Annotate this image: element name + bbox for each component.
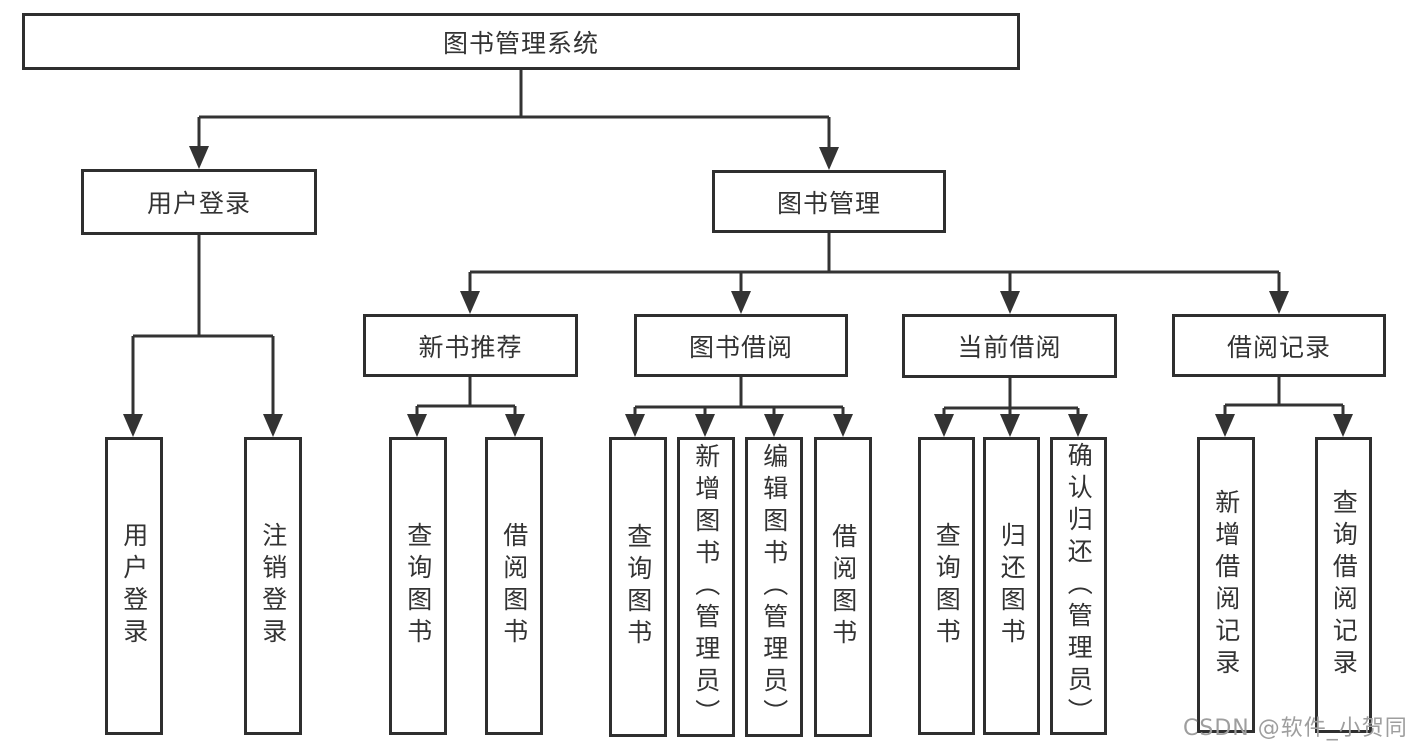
leaf-query-books-borrow-label: 查询图书 [623, 523, 653, 651]
node-new-book-recommend-label: 新书推荐 [418, 332, 523, 362]
node-book-management-label: 图书管理 [776, 188, 881, 218]
leaf-query-books-current-label: 查询图书 [932, 522, 962, 650]
leaf-query-borrow-record-label: 查询借阅记录 [1329, 489, 1359, 681]
leaf-add-borrow-record: 新增借阅记录 [1197, 437, 1255, 733]
leaf-borrow-books-recommend-label: 借阅图书 [499, 522, 529, 650]
connector-lines [131, 70, 1345, 415]
leaf-logout-label: 注销登录 [258, 522, 288, 650]
leaf-add-borrow-record-label: 新增借阅记录 [1211, 489, 1241, 681]
node-new-book-recommend: 新书推荐 [363, 314, 578, 377]
leaf-confirm-return-admin: 确认归还（管理员） [1050, 437, 1107, 735]
leaf-add-books-admin-label: 新增图书（管理员） [691, 443, 721, 731]
leaf-borrow-books-label: 借阅图书 [828, 523, 858, 651]
leaf-query-books-recommend-label: 查询图书 [403, 522, 433, 650]
node-book-borrow-label: 图书借阅 [688, 332, 793, 362]
node-user-login-label: 用户登录 [146, 189, 251, 218]
csdn-watermark: CSDN @软件_小贺同学 [1183, 716, 1405, 741]
leaf-query-borrow-record: 查询借阅记录 [1315, 437, 1372, 733]
leaf-edit-books-admin: 编辑图书（管理员） [745, 437, 803, 737]
node-root-system: 图书管理系统 [22, 13, 1020, 70]
leaf-borrow-books-recommend: 借阅图书 [485, 437, 543, 735]
leaf-return-books: 归还图书 [983, 437, 1040, 735]
arrowhead-icons [123, 146, 1353, 437]
leaf-user-login-label: 用户登录 [119, 522, 149, 650]
leaf-query-books-current: 查询图书 [918, 437, 975, 735]
leaf-borrow-books: 借阅图书 [814, 437, 872, 737]
leaf-confirm-return-admin-label: 确认归还（管理员） [1064, 442, 1094, 730]
leaf-query-books-borrow: 查询图书 [609, 437, 667, 737]
node-book-borrow: 图书借阅 [634, 314, 848, 377]
leaf-user-login: 用户登录 [105, 437, 163, 735]
leaf-return-books-label: 归还图书 [997, 522, 1027, 650]
node-user-login: 用户登录 [81, 169, 317, 235]
node-current-borrow-label: 当前借阅 [957, 333, 1062, 362]
node-borrow-records-label: 借阅记录 [1226, 332, 1331, 362]
leaf-edit-books-admin-label: 编辑图书（管理员） [759, 443, 789, 731]
leaf-query-books-recommend: 查询图书 [389, 437, 447, 735]
node-book-management: 图书管理 [712, 170, 946, 233]
node-root-label: 图书管理系统 [442, 28, 599, 58]
leaf-logout: 注销登录 [244, 437, 302, 735]
node-borrow-records: 借阅记录 [1172, 314, 1386, 377]
node-current-borrow: 当前借阅 [902, 314, 1117, 378]
leaf-add-books-admin: 新增图书（管理员） [677, 437, 735, 737]
